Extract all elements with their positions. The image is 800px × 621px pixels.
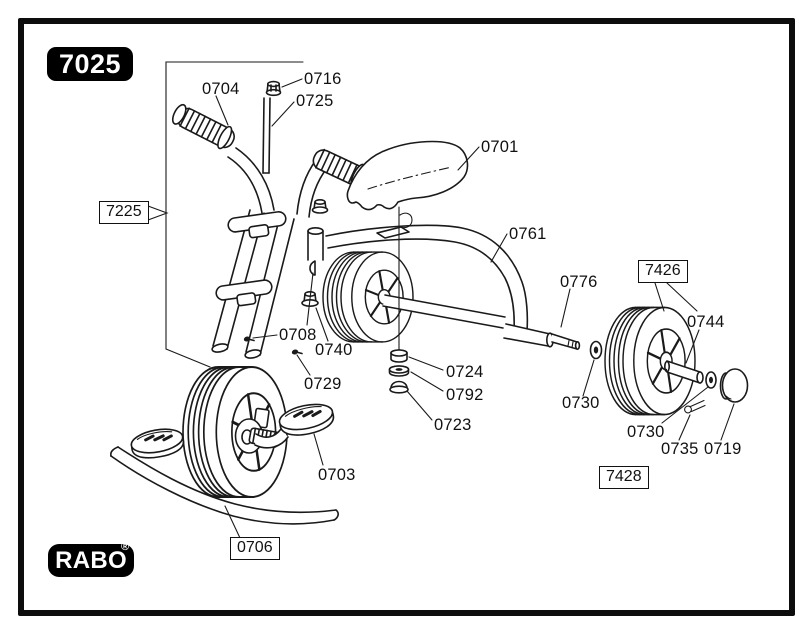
handlebar (227, 147, 328, 218)
right-crank (254, 428, 289, 449)
part-label-0792: 0792 (446, 386, 484, 404)
assembly-label-0706: 0706 (230, 537, 280, 560)
screw-0729 (291, 349, 303, 355)
part-label-0716: 0716 (304, 70, 342, 88)
part-label-0724: 0724 (446, 363, 484, 381)
step-lower (215, 279, 273, 307)
part-label-0708: 0708 (279, 326, 317, 344)
model-number-badge: 7025 (47, 47, 133, 81)
part-label-0730-right: 0730 (627, 423, 665, 441)
registered-trademark-mark: ® (121, 541, 130, 553)
cotter-pin-0735 (684, 399, 706, 414)
washer-0730-left (589, 340, 603, 360)
assembly-label-7428: 7428 (599, 466, 649, 489)
assembly-bracket-7225 (147, 61, 304, 368)
axle-0744 (663, 360, 704, 384)
part-label-0723: 0723 (434, 416, 472, 434)
leader-lines (215, 78, 735, 539)
plug-0708 (309, 260, 316, 276)
rear-right-wheel (603, 306, 697, 416)
part-label-0701: 0701 (481, 138, 519, 156)
part-label-0704: 0704 (202, 80, 240, 98)
part-label-0735: 0735 (661, 440, 699, 458)
part-label-0740: 0740 (315, 341, 353, 359)
part-label-0725: 0725 (296, 92, 334, 110)
step-upper (227, 210, 287, 239)
brand-logo: RABO (48, 544, 134, 577)
part-label-0761: 0761 (509, 225, 547, 243)
seat-clamp (376, 212, 413, 239)
assembly-label-7426: 7426 (638, 260, 688, 283)
bolt-0725 (262, 97, 271, 174)
pedal-right (278, 403, 335, 436)
washer-0730-right (705, 371, 717, 389)
frame (325, 224, 554, 348)
screw-0708 (243, 336, 255, 342)
stem-cap (311, 199, 329, 214)
assembly-label-7225: 7225 (99, 201, 149, 224)
seat-post (307, 227, 324, 261)
axle-bolt-0776 (551, 333, 581, 350)
washer-0792 (388, 365, 410, 377)
part-label-0703: 0703 (318, 466, 356, 484)
base-runner (110, 446, 339, 525)
part-label-0744: 0744 (687, 313, 725, 331)
page-border (18, 18, 795, 616)
cap-0716 (265, 80, 282, 97)
nut-0724 (390, 349, 408, 363)
left-grip (171, 103, 235, 150)
part-label-0719: 0719 (704, 440, 742, 458)
part-label-0776: 0776 (560, 273, 598, 291)
capnut-0723 (389, 380, 409, 394)
pedal-left (130, 428, 185, 459)
hubcap-0719 (719, 368, 749, 403)
part-label-0730-left: 0730 (562, 394, 600, 412)
seat (346, 140, 469, 211)
part-label-0729: 0729 (304, 375, 342, 393)
